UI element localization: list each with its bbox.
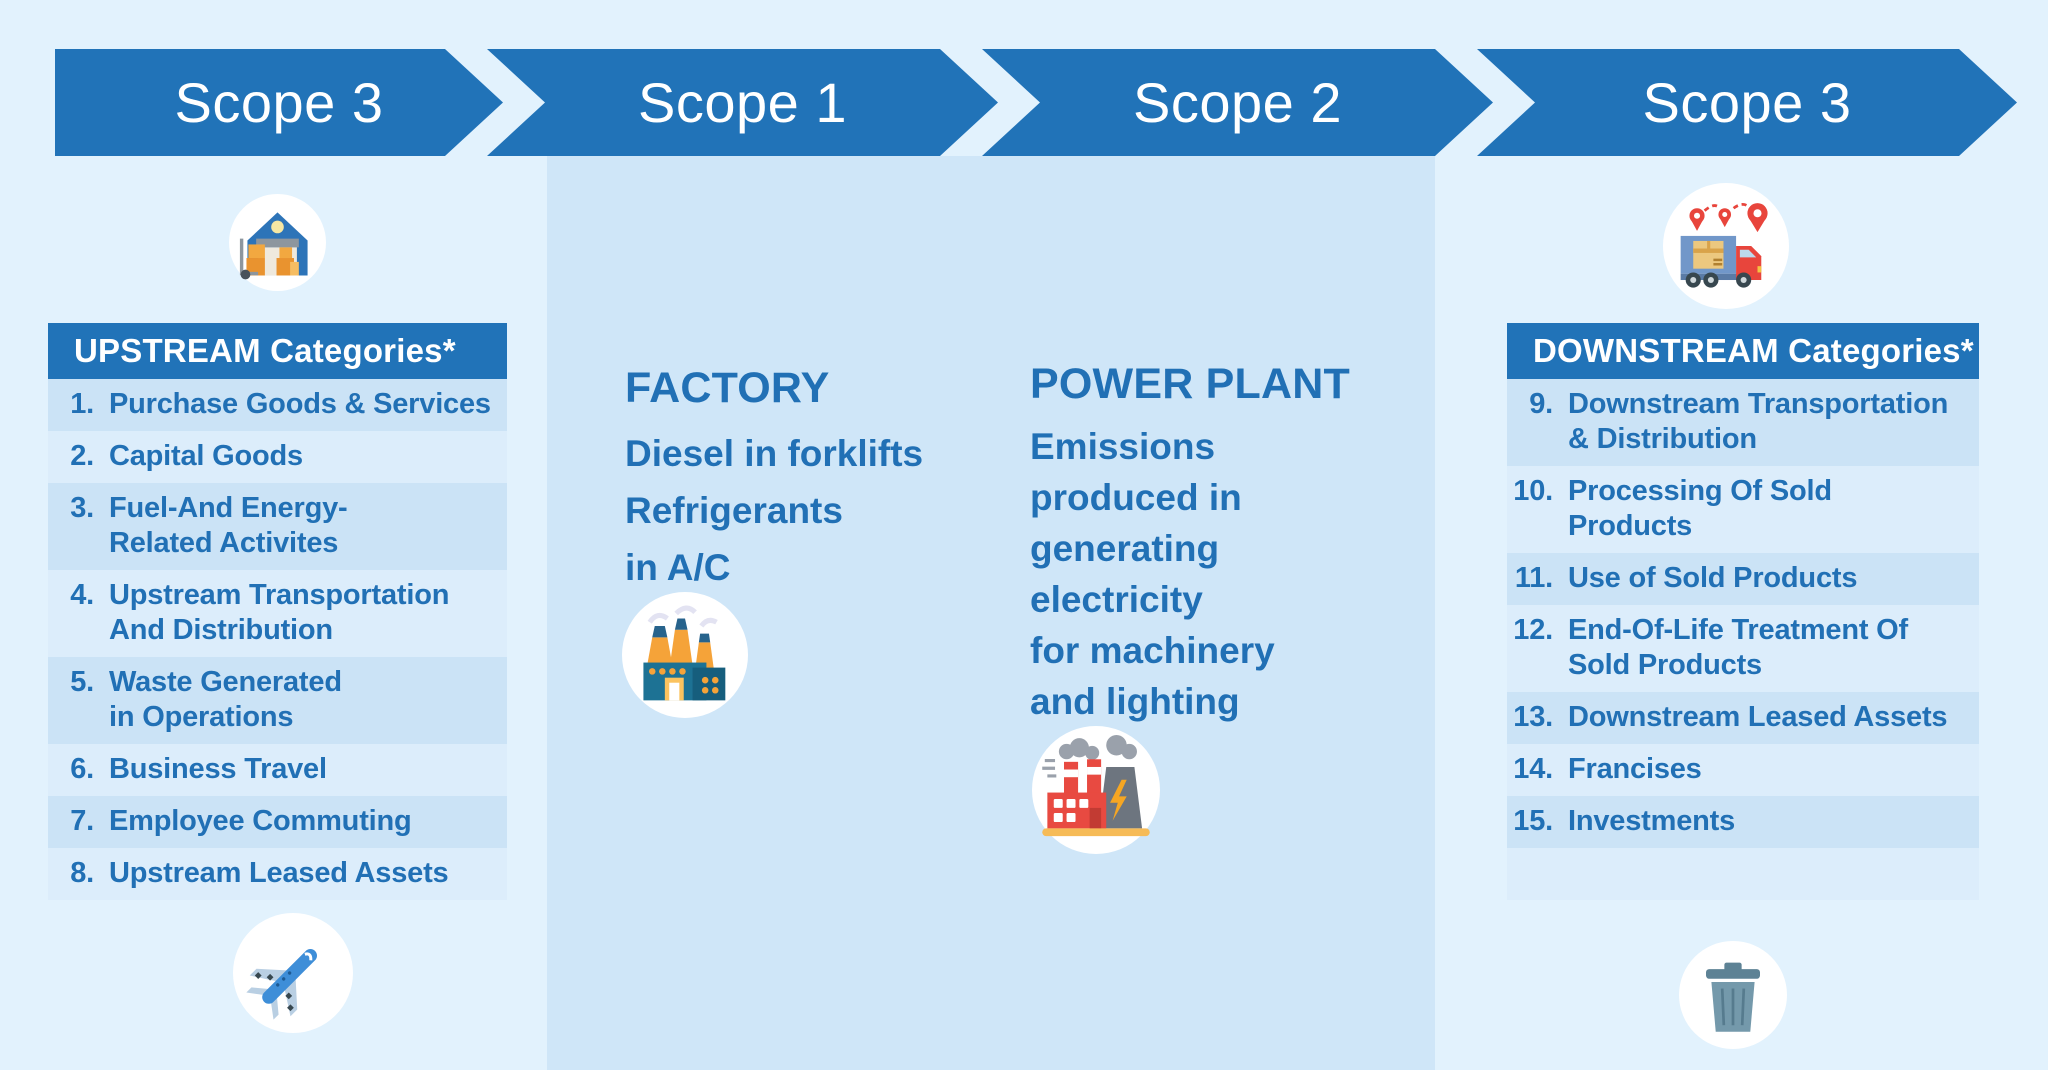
category-number: 4. <box>70 579 94 611</box>
power-plant-line: Emissions <box>1030 426 1216 467</box>
downstream-table-body: 9. Downstream Transportation& Distributio… <box>1507 379 1979 900</box>
category-row: 9. Downstream Transportation& Distributio… <box>1507 379 1979 466</box>
power-plant-line: generating <box>1030 528 1220 569</box>
downstream-categories-table: DOWNSTREAM Categories* 9. Downstream Tran… <box>1507 323 1979 900</box>
category-row: 8. Upstream Leased Assets <box>48 848 507 900</box>
category-text: Downstream Leased Assets <box>1568 701 1948 733</box>
category-number <box>1507 856 1553 891</box>
category-text: Francises <box>1568 753 1702 785</box>
banner-segment-scope1: Scope 1 <box>487 49 998 156</box>
category-text: Business Travel <box>109 753 327 785</box>
category-row: 6. Business Travel <box>48 744 507 796</box>
banner-segment-scope3-upstream: Scope 3 <box>55 49 503 156</box>
category-text: Fuel-And Energy-Related Activites <box>109 492 348 559</box>
category-number: 7. <box>70 805 94 837</box>
category-number: 3. <box>70 492 94 524</box>
category-number: 13. <box>1513 701 1553 733</box>
category-row: 14. Francises <box>1507 744 1979 796</box>
power-plant-section: POWER PLANT Emissions produced in genera… <box>1030 360 1350 727</box>
factory-section: FACTORY Diesel in forklifts Refrigerants… <box>625 364 923 596</box>
power-plant-line: for machinery <box>1030 630 1275 671</box>
category-row: 7. Employee Commuting <box>48 796 507 848</box>
category-number: 12. <box>1513 614 1553 646</box>
category-number: 14. <box>1513 753 1553 785</box>
category-text: Downstream Transportation& Distribution <box>1568 388 1949 455</box>
category-row: 1. Purchase Goods & Services <box>48 379 507 431</box>
warehouse-icon <box>229 194 326 291</box>
power-plant-line: and lighting <box>1030 681 1240 722</box>
factory-title: FACTORY <box>625 364 830 412</box>
category-number: 8. <box>70 857 94 889</box>
factory-icon <box>622 592 748 718</box>
category-text: Purchase Goods & Services <box>109 388 491 420</box>
upstream-table-header: UPSTREAM Categories* <box>48 323 507 379</box>
category-row: 2. Capital Goods <box>48 431 507 483</box>
power-plant-icon <box>1032 726 1160 854</box>
factory-line: Diesel in forklifts <box>625 433 924 474</box>
banner-segment-scope2: Scope 2 <box>982 49 1493 156</box>
category-text: Investments <box>1568 805 1736 837</box>
scope-label: Scope 3 <box>174 71 384 134</box>
upstream-categories-table: UPSTREAM Categories* 1. Purchase Goods & … <box>48 323 507 900</box>
category-number: 2. <box>70 440 94 472</box>
downstream-table-header: DOWNSTREAM Categories* <box>1507 323 1979 379</box>
category-number: 9. <box>1529 388 1553 420</box>
category-row: 13. Downstream Leased Assets <box>1507 692 1979 744</box>
category-text: Capital Goods <box>109 440 303 472</box>
trash-bin-icon <box>1679 941 1787 1049</box>
category-row: 15. Investments <box>1507 796 1979 848</box>
category-number: 6. <box>70 753 94 785</box>
category-number: 5. <box>70 666 94 698</box>
category-text: Upstream Leased Assets <box>109 857 449 889</box>
factory-line: in A/C <box>625 547 731 588</box>
power-plant-line: produced in <box>1030 477 1242 518</box>
factory-line: Refrigerants <box>625 490 843 531</box>
category-row-empty <box>1507 848 1979 900</box>
airplane-icon <box>233 913 353 1033</box>
category-number: 15. <box>1513 805 1553 837</box>
delivery-truck-icon <box>1663 183 1789 309</box>
scope-label: Scope 1 <box>638 71 847 134</box>
power-plant-title: POWER PLANT <box>1030 360 1350 408</box>
upstream-table-body: 1. Purchase Goods & Services 2. Capital Goo… <box>48 379 507 900</box>
category-number: 11. <box>1514 562 1553 594</box>
category-number: 10. <box>1513 475 1553 507</box>
category-text: Employee Commuting <box>109 805 412 837</box>
category-number: 1. <box>70 388 94 420</box>
scope-label: Scope 3 <box>1642 71 1852 134</box>
category-row: 11. Use of Sold Products <box>1507 553 1979 605</box>
banner-segment-scope3-downstream: Scope 3 <box>1477 49 2017 156</box>
category-text: Use of Sold Products <box>1568 562 1858 594</box>
category-row: 3. Fuel-And Energy-Related Activites <box>48 483 507 570</box>
scope-label: Scope 2 <box>1133 71 1342 134</box>
power-plant-line: electricity <box>1030 579 1203 620</box>
